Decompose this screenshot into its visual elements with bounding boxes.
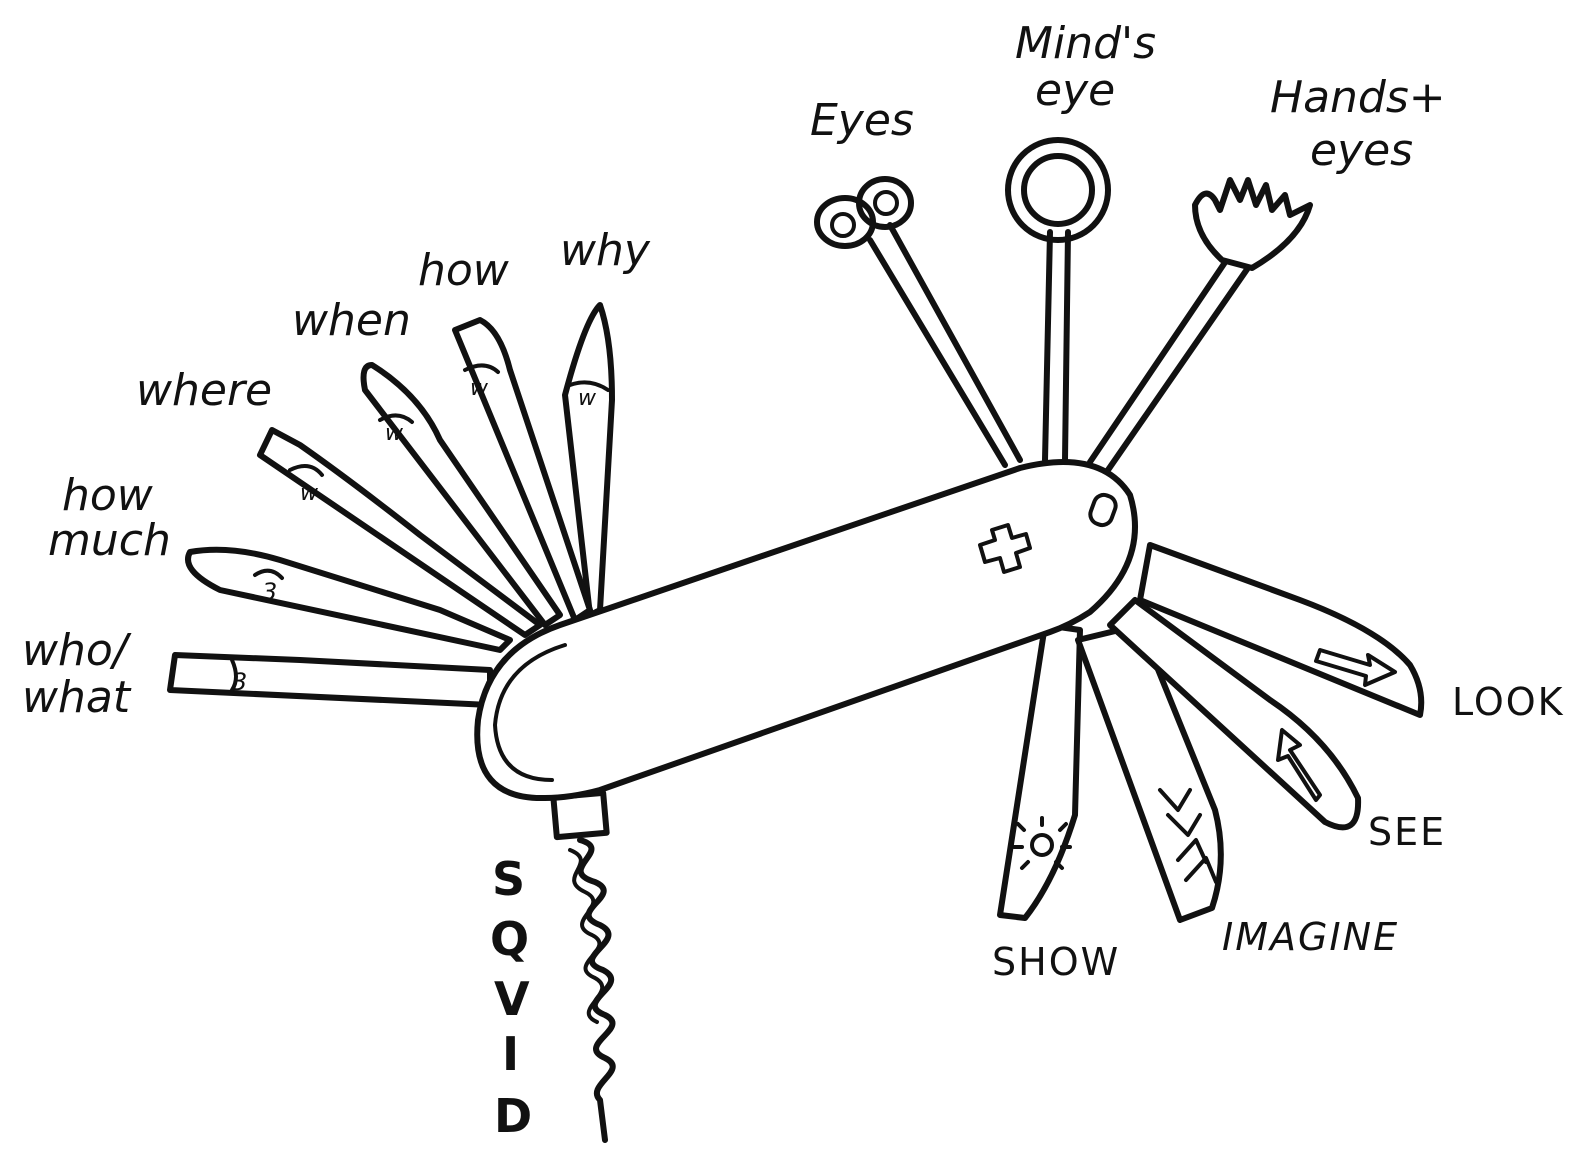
label-see: SEE (1368, 810, 1446, 854)
blade-how-much-mark: 3 (262, 578, 277, 606)
label-why: why (560, 225, 651, 276)
blade-who-what: 3 (170, 655, 490, 705)
label-hands-2: eyes (1310, 125, 1413, 176)
label-imagine: IMAGINE (1222, 915, 1399, 959)
blade-when-mark: w (385, 421, 404, 446)
squid-letter-i: I (502, 1027, 519, 1081)
blade-where-mark: w (300, 481, 319, 506)
label-show: SHOW (992, 940, 1120, 984)
tool-minds-eye-ring (1008, 140, 1108, 460)
label-look: LOOK (1452, 680, 1565, 724)
tool-hands-eyes-fork (1090, 180, 1310, 470)
label-who: who/ (22, 625, 132, 676)
squid-letter-v: V (494, 972, 530, 1026)
squid-letter-s: S (492, 852, 525, 906)
label-eyes: Eyes (810, 95, 914, 146)
blade-who-what-mark: 3 (232, 668, 247, 696)
squid-letter-q: Q (490, 912, 529, 966)
tool-eyes-scissors (817, 179, 1020, 465)
label-where: where (136, 365, 272, 416)
label-minds-1: Mind's (1015, 18, 1156, 69)
label-when: when (292, 295, 411, 346)
blade-show (1000, 625, 1080, 918)
corkscrew (553, 793, 612, 1140)
label-minds-2: eye (1035, 65, 1115, 116)
squid-letter-d: D (494, 1089, 532, 1143)
label-hands-1: Hands+ (1270, 72, 1446, 123)
label-what: what (22, 672, 132, 723)
label-how: how (418, 245, 510, 296)
blade-why-mark: w (578, 386, 597, 411)
label-how-much-2: much (48, 515, 171, 566)
blade-how-mark: w (470, 376, 489, 401)
label-how-much-1: how (62, 470, 154, 521)
